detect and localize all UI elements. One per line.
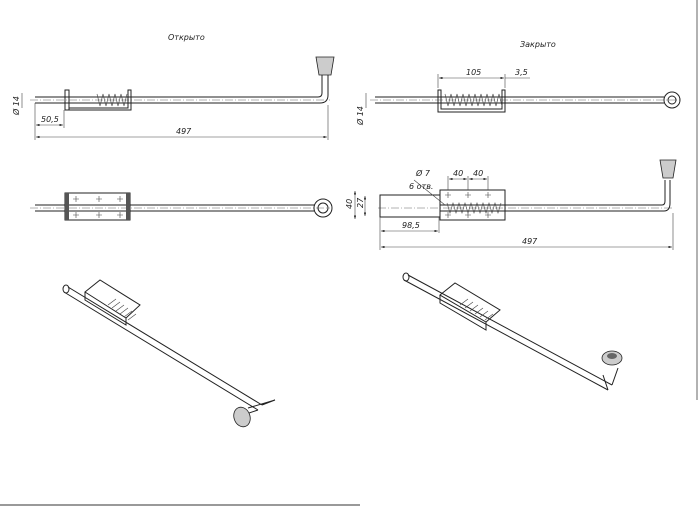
view-closed-side: Закрыто 105 3,5 Ø 14 [355,40,681,126]
dim-receiver: 98,5 [402,221,420,230]
dim-spring: 105 [466,68,481,77]
view-closed-front: 40 27 Ø 7 6 отв. 40 40 98,5 497 [345,159,677,250]
dim-inner: 27 [356,197,365,208]
title-open: Открыто [168,33,205,42]
iso-view-open [62,279,276,428]
receiver-plate [379,194,441,218]
dim-diameter: Ø 14 [11,96,21,116]
dim-length: 497 [176,127,192,136]
knob [233,406,251,428]
ring-handle [313,198,333,218]
dim-offset: 50,5 [41,115,59,124]
title-closed: Закрыто [520,40,556,49]
dim-length: 497 [522,237,538,246]
spring [96,93,128,107]
dim-gap: 3,5 [515,68,528,77]
dim-pitch-1: 40 [453,169,463,178]
dim-diameter: Ø 14 [355,106,365,126]
spring [444,93,503,107]
ring-handle [663,91,681,109]
view-open-front [30,192,333,221]
dim-pitch-2: 40 [473,169,483,178]
dim-height: 40 [345,199,354,209]
view-open-side: Открыто Ø 14 50,5 497 [11,33,335,140]
dim-hole: Ø 7 [415,168,431,178]
knob [659,159,677,179]
knob [315,56,335,76]
dim-holes-count: 6 отв. [409,182,433,191]
iso-view-closed [402,272,623,391]
